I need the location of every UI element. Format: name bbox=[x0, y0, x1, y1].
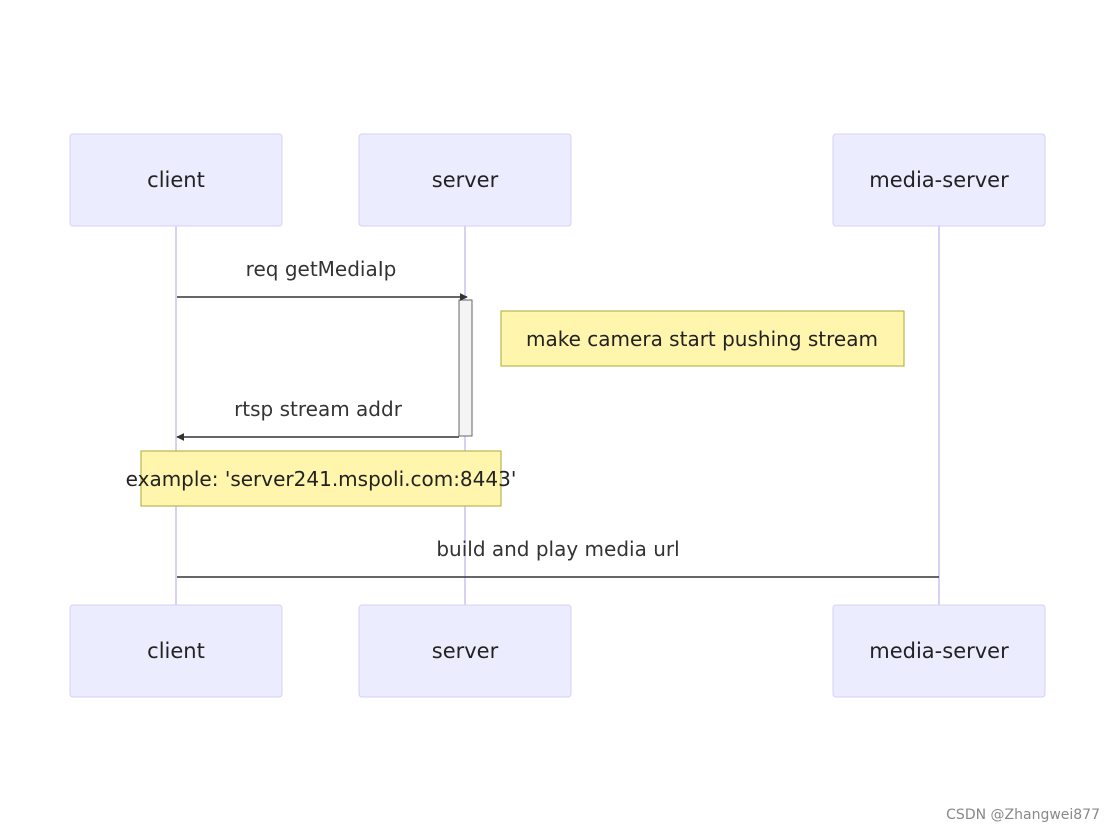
message-req-getmediaip: req getMediaIp bbox=[177, 257, 468, 301]
message-build-and-play: build and play media url bbox=[177, 537, 939, 578]
note-camera: make camera start pushing stream bbox=[500, 310, 905, 367]
actor-server-bottom: server bbox=[358, 604, 572, 698]
actor-label: client bbox=[147, 639, 205, 663]
note-example: example: 'server241.mspoli.com:8443' bbox=[126, 450, 517, 507]
server-activation-bar bbox=[458, 299, 473, 437]
actor-label: media-server bbox=[869, 639, 1009, 663]
actor-client-bottom: client bbox=[69, 604, 283, 698]
actor-label: server bbox=[432, 168, 499, 192]
message-label: req getMediaIp bbox=[246, 257, 397, 281]
actor-label: client bbox=[147, 168, 205, 192]
actor-media-server-top: media-server bbox=[832, 133, 1046, 227]
note-label: example: 'server241.mspoli.com:8443' bbox=[126, 467, 517, 491]
message-label: rtsp stream addr bbox=[234, 397, 403, 421]
watermark: CSDN @Zhangwei877 bbox=[946, 807, 1100, 823]
note-label: make camera start pushing stream bbox=[526, 327, 878, 351]
actor-media-server-bottom: media-server bbox=[832, 604, 1046, 698]
message-rtsp-stream-addr: rtsp stream addr bbox=[176, 397, 459, 441]
message-label: build and play media url bbox=[436, 537, 679, 561]
actor-label: server bbox=[432, 639, 499, 663]
actor-server-top: server bbox=[358, 133, 572, 227]
actor-client-top: client bbox=[69, 133, 283, 227]
actor-label: media-server bbox=[869, 168, 1009, 192]
